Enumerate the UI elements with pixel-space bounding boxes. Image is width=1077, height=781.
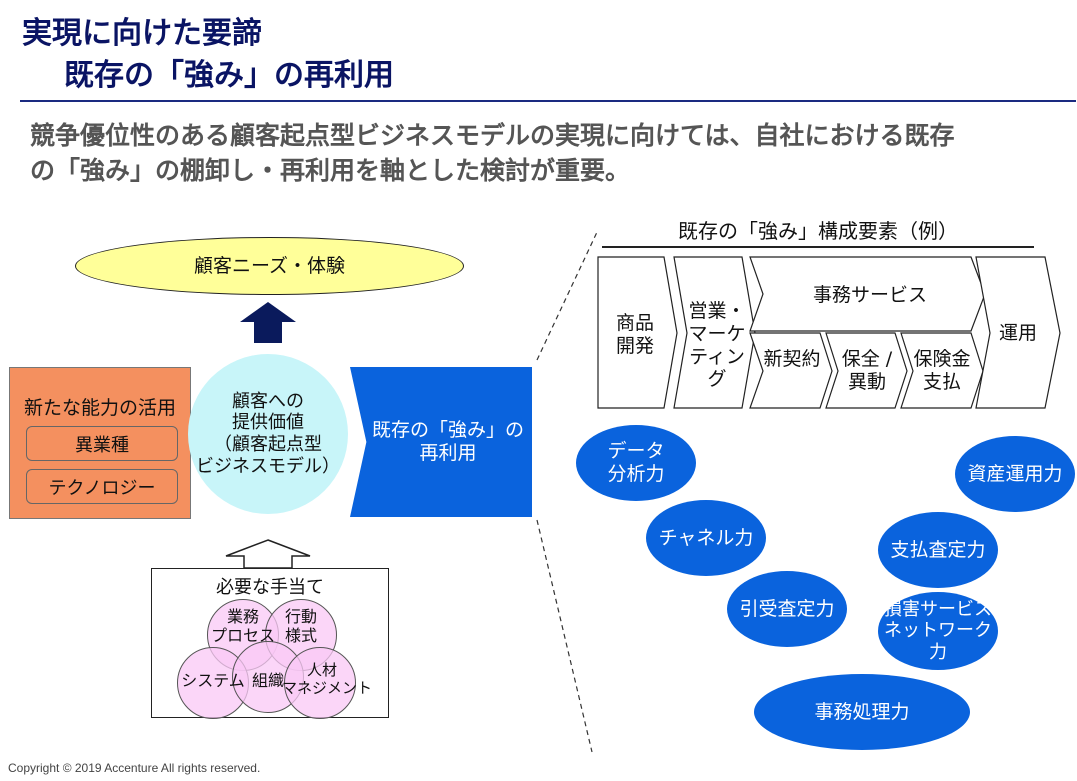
- es-line-1: 既存の「強み」の: [371, 419, 524, 442]
- customer-value-circle: 顧客への 提供価値 （顧客起点型 ビジネスモデル）: [188, 354, 348, 514]
- cv-line-2: 提供価値: [232, 412, 304, 434]
- chevron-payment-label: 保険金支払: [913, 348, 971, 393]
- venn-label-system: システム: [181, 671, 245, 690]
- cv-line-4: ビジネスモデル）: [196, 455, 340, 477]
- es-line-2: 再利用: [419, 442, 477, 464]
- strength-components-title: 既存の「強み」構成要素（例）: [678, 219, 958, 243]
- other-industries-box: 異業種: [26, 426, 178, 461]
- chevron-sales-label: 営業・マーケティング: [688, 300, 746, 391]
- chevron-maintenance-label: 保全 /異動: [841, 348, 893, 393]
- technology-box: テクノロジー: [26, 469, 178, 504]
- venn-label-talent: 人材マネジメント: [282, 661, 373, 697]
- zoom-line-bottom: [536, 519, 593, 753]
- capability-payment-assessment: 支払査定力: [878, 512, 998, 588]
- new-capabilities-panel: 新たな能力の活用 異業種 テクノロジー: [9, 367, 191, 519]
- customer-needs-label: 顧客ニーズ・体験: [193, 254, 346, 277]
- venn-label-organization: 組織: [251, 671, 284, 690]
- capability-administration: 事務処理力: [754, 674, 970, 750]
- chevron-operation-label: 運用: [998, 322, 1037, 344]
- cv-line-1: 顧客への: [232, 390, 304, 412]
- title-divider: [20, 100, 1076, 102]
- capability-claims-network: 損害サービスネットワーク力: [878, 592, 998, 670]
- capability-asset-management: 資産運用力: [955, 436, 1075, 512]
- needed-measures-box: 必要な手当て 業務プロセス 行動様式 システム 組織 人材マネジメント: [151, 568, 389, 719]
- strength-components-rule: [602, 246, 1034, 248]
- venn-label-behavior: 行動様式: [284, 607, 317, 646]
- chevron-admin-label: 事務サービス: [812, 284, 927, 306]
- chevron-product-label: 商品開発: [615, 312, 654, 357]
- zoom-line-top: [536, 229, 599, 361]
- new-capabilities-title: 新たな能力の活用: [23, 397, 176, 419]
- copyright-footer: Copyright © 2019 Accenture All rights re…: [8, 761, 261, 775]
- lead-text-line-1: 競争優位性のある顧客起点型ビジネスモデルの実現に向けては、自社における既存: [30, 121, 955, 150]
- customer-needs-ellipse: 顧客ニーズ・体験: [75, 237, 464, 295]
- lead-text-line-2: の「強み」の棚卸し・再利用を軸とした検討が重要。: [30, 156, 631, 185]
- page-subtitle-heading: 既存の「強み」の再利用: [64, 58, 394, 93]
- up-arrow-icon: [240, 302, 296, 343]
- capability-channel: チャネル力: [646, 500, 766, 576]
- venn-label-business-process: 業務プロセス: [210, 607, 275, 646]
- needed-measures-title: 必要な手当て: [216, 577, 324, 598]
- capability-data-analysis: データ分析力: [576, 425, 696, 501]
- page-title: 実現に向けた要諦: [22, 16, 262, 51]
- chevron-new-contract-label: 新契約: [763, 348, 821, 370]
- existing-strength-pentagon: 既存の「強み」の 再利用: [350, 367, 532, 517]
- venn-circle: [284, 647, 356, 719]
- outline-up-arrow-icon: [225, 539, 311, 569]
- cv-line-3: （顧客起点型: [214, 434, 322, 455]
- capability-underwriting: 引受査定力: [727, 571, 847, 647]
